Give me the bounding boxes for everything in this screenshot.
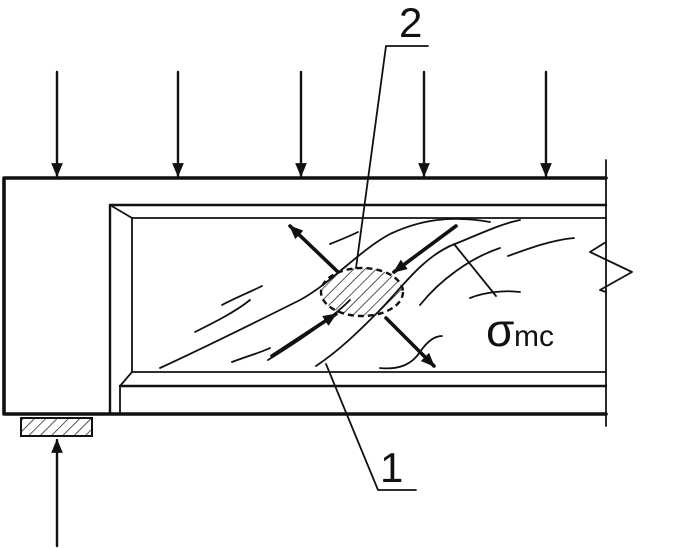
grain-line (315, 219, 521, 367)
grain-line (221, 285, 263, 306)
break-line (589, 241, 633, 293)
leader-2 (355, 45, 429, 269)
load-arrows (51, 70, 552, 178)
grain-line (469, 290, 521, 299)
tension-arrow (288, 224, 340, 274)
beam-outline (2, 159, 633, 427)
grain-line (231, 347, 271, 363)
support (20, 417, 93, 548)
stress-arrows (270, 224, 458, 368)
grain-line (194, 299, 251, 333)
leader-sigma (453, 243, 497, 297)
compression-arrow (392, 224, 458, 274)
panel-corner-bottom (119, 371, 133, 387)
beam-outer-edge (2, 176, 608, 416)
grain-line (329, 231, 359, 245)
label-2: 2 (399, 0, 422, 46)
grain-line (507, 237, 575, 257)
label-1: 1 (380, 444, 403, 491)
leaders (325, 45, 497, 491)
leader-1 (325, 363, 417, 491)
panel-corner-top (109, 204, 133, 219)
compression-arrow (270, 312, 338, 358)
grain-line (419, 247, 501, 306)
label-sigma: σ (486, 304, 514, 356)
support-pad (20, 417, 93, 437)
tension-arrow (384, 316, 436, 368)
label-sigma-subscript: mc (514, 320, 554, 353)
critical-zone-ellipse (319, 266, 405, 318)
